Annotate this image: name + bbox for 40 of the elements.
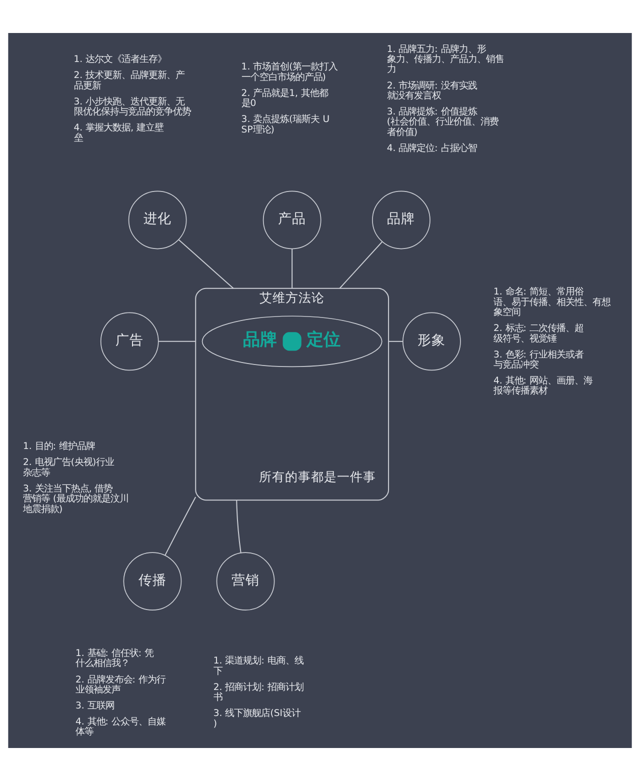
node-circle: 营销 bbox=[216, 552, 275, 610]
connector bbox=[388, 340, 403, 342]
node-circle: 产品 bbox=[262, 190, 322, 249]
node-circle: 传播 bbox=[123, 552, 182, 610]
connector bbox=[339, 240, 383, 288]
node-label: 1. 品牌五力: 品牌力、形象力、传播力、产品力、销售力 bbox=[386, 43, 504, 75]
connector bbox=[236, 500, 242, 552]
node-label: 4. 其他: 网站、画册、海报等传播素材 bbox=[493, 375, 592, 396]
node-label: 3. 互联网 bbox=[75, 700, 114, 711]
node-label: 2. 品牌发布会: 作为行业领袖发声 bbox=[75, 674, 166, 695]
node-circle: 形象 bbox=[402, 312, 461, 370]
node-label: 4. 其他: 公众号、自媒体等 bbox=[75, 716, 166, 738]
node-circle: 进化 bbox=[128, 190, 187, 249]
node-label: 3. 线下旗舰店(SI设计) bbox=[213, 708, 300, 729]
node-label: 2. 市场调研: 没有实践就没有发言权 bbox=[386, 80, 477, 101]
node-label: 2. 招商计划: 招商计划书 bbox=[213, 681, 304, 703]
node-label: 2. 技术更新、品牌更新、产品更新 bbox=[74, 70, 185, 91]
node-label: 1. 目的: 维护品牌 bbox=[23, 440, 95, 452]
node-label: 3. 品牌提炼: 价值提炼(社会价值、行业价值、消费者价值) bbox=[386, 106, 498, 138]
node-label: 3. 小步快跑、迭代更新、无限优化保持与竞品的竞争优势 bbox=[74, 96, 191, 117]
node-label: 1. 命名: 简短、常用俗语、易于传播、相关性、有想象空间 bbox=[493, 286, 610, 318]
connector bbox=[158, 340, 196, 342]
connector bbox=[164, 496, 196, 555]
node-label: 2. 电视广告(央视)行业杂志等 bbox=[23, 456, 114, 478]
node-ellipse: 品牌 定位 bbox=[202, 315, 382, 367]
node-label: 3. 色彩: 行业相关或者与竞品冲突 bbox=[493, 348, 584, 370]
node-label: 1. 市场首创(第一款打入一个空白市场的产品) bbox=[241, 61, 338, 82]
node-circle: 广告 bbox=[100, 312, 159, 370]
node-label: 1. 基础: 信任状: 凭什么相信我？ bbox=[75, 648, 154, 669]
node-label: 1. 达尔文《适者生存》 bbox=[74, 54, 167, 65]
node-label: 4. 掌握大数据, 建立壁垒 bbox=[74, 122, 164, 144]
node-label: 2. 产品就是1, 其他都是0 bbox=[241, 87, 328, 109]
node-label: 1. 渠道规划: 电商、线下 bbox=[213, 655, 304, 676]
node-label: 3. 卖点提炼(瑞斯夫 USP理论) bbox=[241, 114, 330, 135]
node-label: 4. 品牌定位: 占据心智 bbox=[386, 142, 477, 154]
node-circle: 品牌 bbox=[372, 190, 430, 249]
node-label: 2. 标志: 二次传播、超级符号、视觉锤 bbox=[493, 322, 584, 344]
connector bbox=[178, 238, 234, 288]
node-label: 3. 关注当下热点, 借势营销等 (最成功的就是汶川地震捐款) bbox=[23, 482, 129, 514]
connector bbox=[292, 248, 293, 288]
